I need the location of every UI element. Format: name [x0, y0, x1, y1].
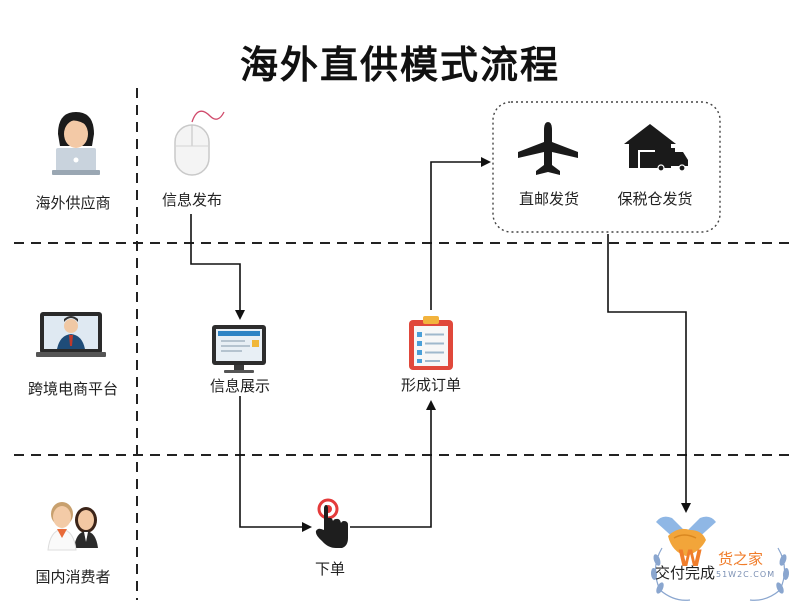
lane-label-platform: 跨境电商平台: [27, 380, 118, 398]
shipping-options-box: [492, 101, 721, 233]
lane-dividers: [14, 88, 790, 600]
supplier-woman-icon: [52, 112, 100, 175]
mouse-icon: [174, 110, 225, 176]
watermark-brand: 货之家: [718, 550, 764, 568]
node-label-info-publish: 信息发布: [161, 191, 222, 209]
arrow-publish-to-display: [190, 214, 245, 320]
watermark-site: 51W2C.COM: [716, 570, 776, 579]
hand-tap-icon: [315, 498, 348, 548]
arrow-shipping-to-delivery: [607, 234, 691, 513]
handshake-icon: [656, 516, 716, 556]
page-title: 海外直供模式流程: [239, 43, 560, 87]
node-label-bonded-ship: 保税仓发货: [617, 190, 693, 208]
lane-label-supplier: 海外供应商: [35, 194, 111, 212]
arrow-display-to-order: [239, 396, 312, 532]
warehouse-truck-icon: [624, 124, 688, 172]
clipboard-icon: [409, 316, 453, 370]
platform-man-icon: [36, 312, 106, 357]
node-label-delivery-done: 交付完成: [654, 564, 715, 582]
svg-text:W: W: [678, 547, 702, 572]
node-label-direct-mail: 直邮发货: [518, 190, 579, 208]
node-label-form-order: 形成订单: [400, 376, 461, 394]
arrow-order-to-form: [350, 400, 436, 528]
node-label-place-order: 下单: [314, 560, 345, 578]
airplane-icon: [518, 122, 578, 175]
node-label-info-display: 信息展示: [209, 377, 270, 395]
monitor-icon: [212, 325, 266, 373]
arrow-form-to-shipping: [430, 157, 491, 310]
lane-label-consumer: 国内消费者: [35, 568, 111, 586]
watermark-logo: W: [650, 547, 790, 601]
consumer-couple-icon: [47, 502, 98, 551]
